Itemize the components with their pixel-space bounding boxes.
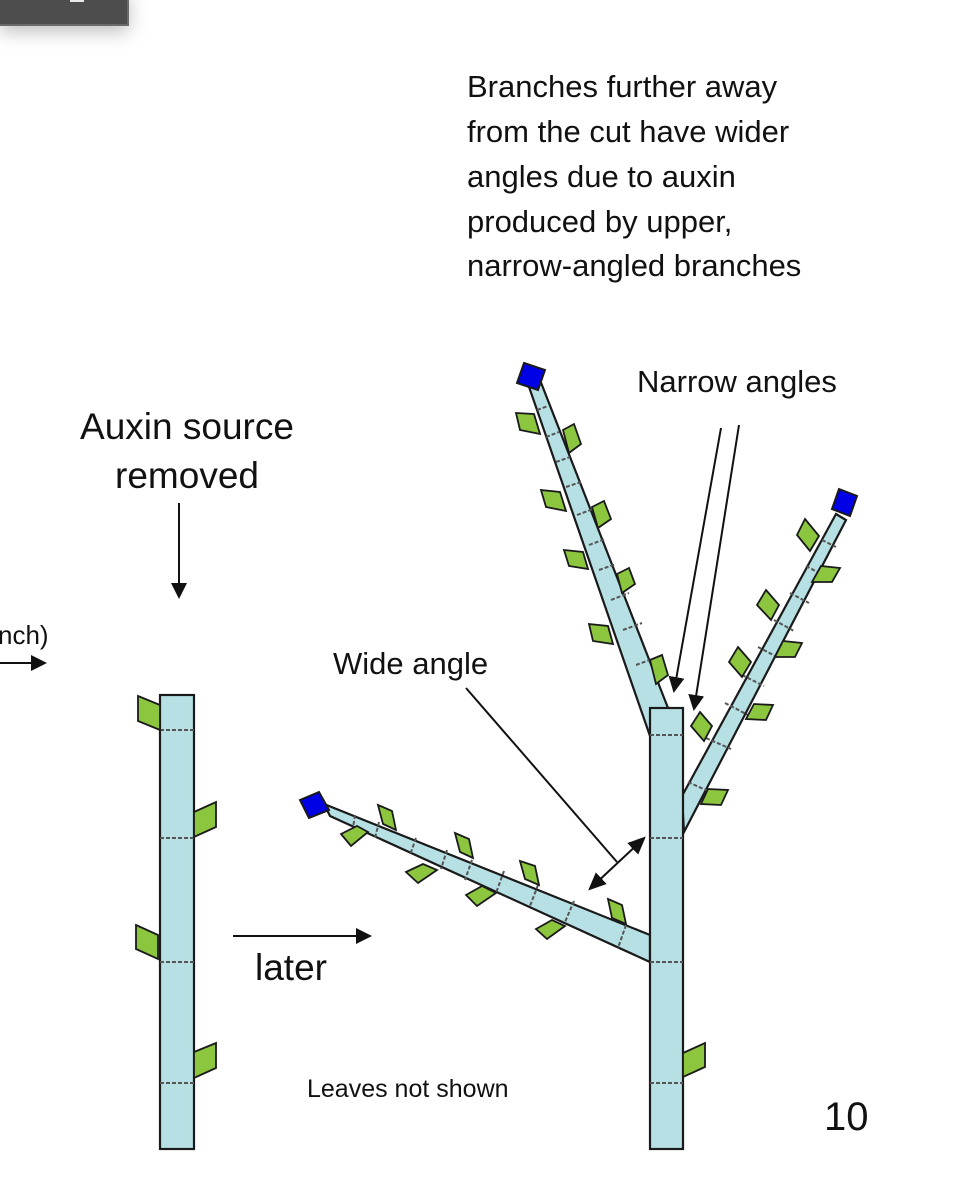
apical-bud-icon — [298, 790, 331, 820]
leaf-icon — [727, 645, 753, 679]
auxin-source-line-1: Auxin source — [80, 406, 294, 447]
caption-line-4: produced by upper, — [467, 204, 732, 239]
stem-body — [158, 693, 196, 1151]
leaf-icon — [135, 923, 159, 961]
leaf-icon — [562, 548, 590, 571]
leaf-icon — [606, 897, 628, 926]
leaf-icon — [376, 803, 398, 832]
arrow-icon — [668, 427, 722, 693]
angle-double-arrow-icon — [588, 836, 646, 891]
auxin-source-line-2: removed — [115, 455, 259, 496]
upper-left-branch — [526, 378, 670, 739]
leaf-icon — [795, 517, 821, 553]
branch-nodes — [536, 405, 656, 666]
cut-stem — [135, 693, 217, 1151]
panel-handle — [70, 0, 84, 2]
regrown-plant — [298, 361, 859, 1151]
apical-bud-icon — [830, 487, 859, 518]
main-trunk — [648, 706, 685, 1151]
leaf-icon — [539, 488, 568, 513]
leaf-icon — [615, 566, 637, 595]
caption-line-2: from the cut have wider — [467, 114, 789, 149]
leaf-icon — [518, 859, 541, 887]
leaf-icon — [648, 653, 670, 686]
branch-nodes — [352, 814, 627, 949]
narrow-angles-label: Narrow angles — [637, 364, 837, 399]
leaf-icon — [453, 831, 475, 860]
auxin-source-label: Auxin source removed — [80, 406, 294, 496]
branch-nodes — [687, 539, 837, 793]
caption-line-1: Branches further away — [467, 69, 778, 104]
leaf-icon — [193, 800, 217, 839]
lower-wide-branch — [321, 801, 652, 964]
apical-bud-icon — [515, 361, 547, 392]
leaf-icon — [699, 788, 730, 806]
upper-right-branch — [680, 512, 848, 837]
leaf-icon — [587, 622, 615, 646]
leaf-icon — [514, 412, 542, 436]
later-label: later — [255, 947, 327, 988]
caption-line-5: narrow-angled branches — [467, 248, 801, 283]
leaf-icon — [193, 1041, 217, 1080]
leaf-icon — [464, 884, 498, 908]
leaf-icon — [689, 710, 714, 743]
caption: Branches further away from the cut have … — [467, 69, 801, 283]
cropped-dark-panel — [0, 0, 129, 26]
leaf-icon — [773, 640, 804, 658]
leaf-icon — [682, 1041, 706, 1079]
leaf-icon — [810, 565, 842, 583]
leaf-icon — [404, 863, 439, 885]
caption-line-3: angles due to auxin — [467, 159, 736, 194]
wide-angle-label: Wide angle — [333, 646, 488, 681]
leaves-not-shown-label: Leaves not shown — [307, 1075, 509, 1103]
slide-number: 10 — [824, 1095, 869, 1139]
cut-off-label: nch) — [0, 620, 49, 650]
leaf-icon — [534, 918, 567, 941]
leaf-icon — [755, 588, 781, 622]
arrow-icon — [688, 424, 740, 711]
leaf-icon — [744, 703, 775, 721]
leaf-icon — [590, 499, 613, 530]
leaf-icon — [339, 824, 370, 848]
leaf-icon — [561, 422, 583, 455]
wide-angle-pointer — [465, 687, 618, 863]
leaf-icon — [137, 694, 161, 732]
